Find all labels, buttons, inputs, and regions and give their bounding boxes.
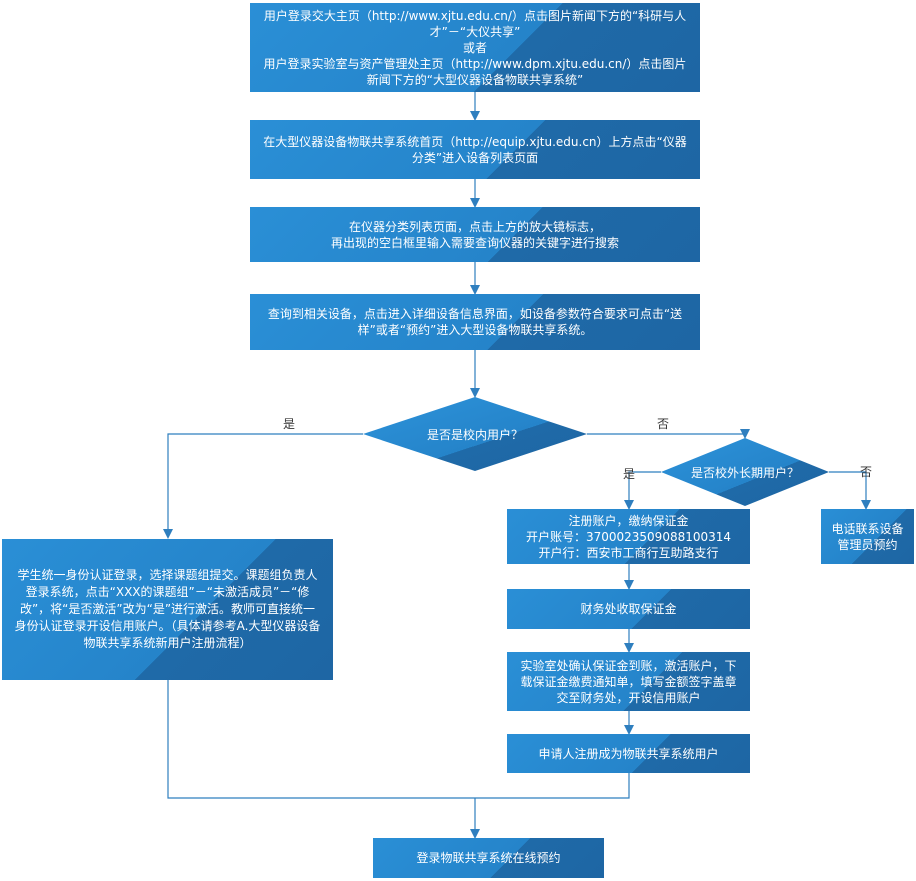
decision-school-user-label: 是否是校内用户？ — [426, 427, 523, 442]
step-final-booking-text: 登录物联共享系统在线预约 — [416, 851, 561, 865]
step-search-instrument: 在仪器分类列表页面，点击上方的放大镜标志， 再出现的空白框里输入需要查询仪器的关… — [250, 207, 700, 262]
step-search-instrument-text: 在仪器分类列表页面，点击上方的放大镜标志， 再出现的空白框里输入需要查询仪器的关… — [330, 219, 619, 250]
step-phone-admin-text: 电话联系设备 管理员预约 — [831, 521, 904, 552]
edge-decision1-no — [587, 429, 750, 439]
step-view-device-text: 查询到相关设备，点击进入详细设备信息界面，如设备参数符合要求可点击“送样”或者“… — [267, 307, 683, 337]
step-finance-collect-text: 财务处收取保证金 — [580, 602, 677, 616]
label-decision1-no: 否 — [657, 417, 670, 431]
step-lab-confirm: 实验室处确认保证金到账，激活账户，下载保证金缴费通知单，填写金额签字盖章交至财务… — [507, 652, 750, 711]
step-final-booking: 登录物联共享系统在线预约 — [373, 838, 604, 878]
decision-long-term-user-diamond — [661, 438, 829, 506]
step-finance-collect: 财务处收取保证金 — [507, 589, 750, 629]
edge-decision1-yes — [163, 433, 363, 539]
label-decision1-yes: 是 — [283, 417, 296, 431]
step-view-device: 查询到相关设备，点击进入详细设备信息界面，如设备参数符合要求可点击“送样”或者“… — [250, 294, 700, 350]
edge-decision2-no — [829, 471, 871, 510]
step-register-deposit-text: 注册账户，缴纳保证金 开户账号：3700023509088100314 开户行：… — [525, 513, 732, 560]
step-login-homepage: 用户登录交大主页（http://www.xjtu.edu.cn/）点击图片新闻下… — [250, 3, 700, 92]
decision-long-term-user-label: 是否校外长期用户？ — [690, 465, 799, 480]
step-register-deposit: 注册账户，缴纳保证金 开户账号：3700023509088100314 开户行：… — [507, 509, 750, 564]
edge-decision2-yes — [624, 471, 661, 510]
edge-internal-merge — [167, 680, 630, 799]
label-decision2-yes: 是 — [623, 467, 636, 481]
step-internal-login-text: 学生统一身份认证登录，选择课题组提交。课题组负责人登录系统，点击“XXX的课题组… — [14, 568, 321, 650]
step-internal-login: 学生统一身份认证登录，选择课题组提交。课题组负责人登录系统，点击“XXX的课题组… — [2, 539, 333, 680]
step-lab-confirm-text: 实验室处确认保证金到账，激活账户，下载保证金缴费通知单，填写金额签字盖章交至财务… — [520, 658, 737, 705]
step-enter-category-text: 在大型仪器设备物联共享系统首页（http://equip.xjtu.edu.cn… — [263, 134, 687, 165]
step-enter-category: 在大型仪器设备物联共享系统首页（http://equip.xjtu.edu.cn… — [250, 120, 700, 179]
step-applicant-register-text: 申请人注册成为物联共享系统用户 — [538, 746, 719, 761]
decision-school-user-diamond — [363, 397, 587, 471]
label-decision2-no: 否 — [860, 465, 873, 479]
step-applicant-register: 申请人注册成为物联共享系统用户 — [507, 734, 750, 773]
step-phone-admin: 电话联系设备 管理员预约 — [821, 509, 914, 564]
step-login-homepage-text: 用户登录交大主页（http://www.xjtu.edu.cn/）点击图片新闻下… — [263, 8, 687, 87]
